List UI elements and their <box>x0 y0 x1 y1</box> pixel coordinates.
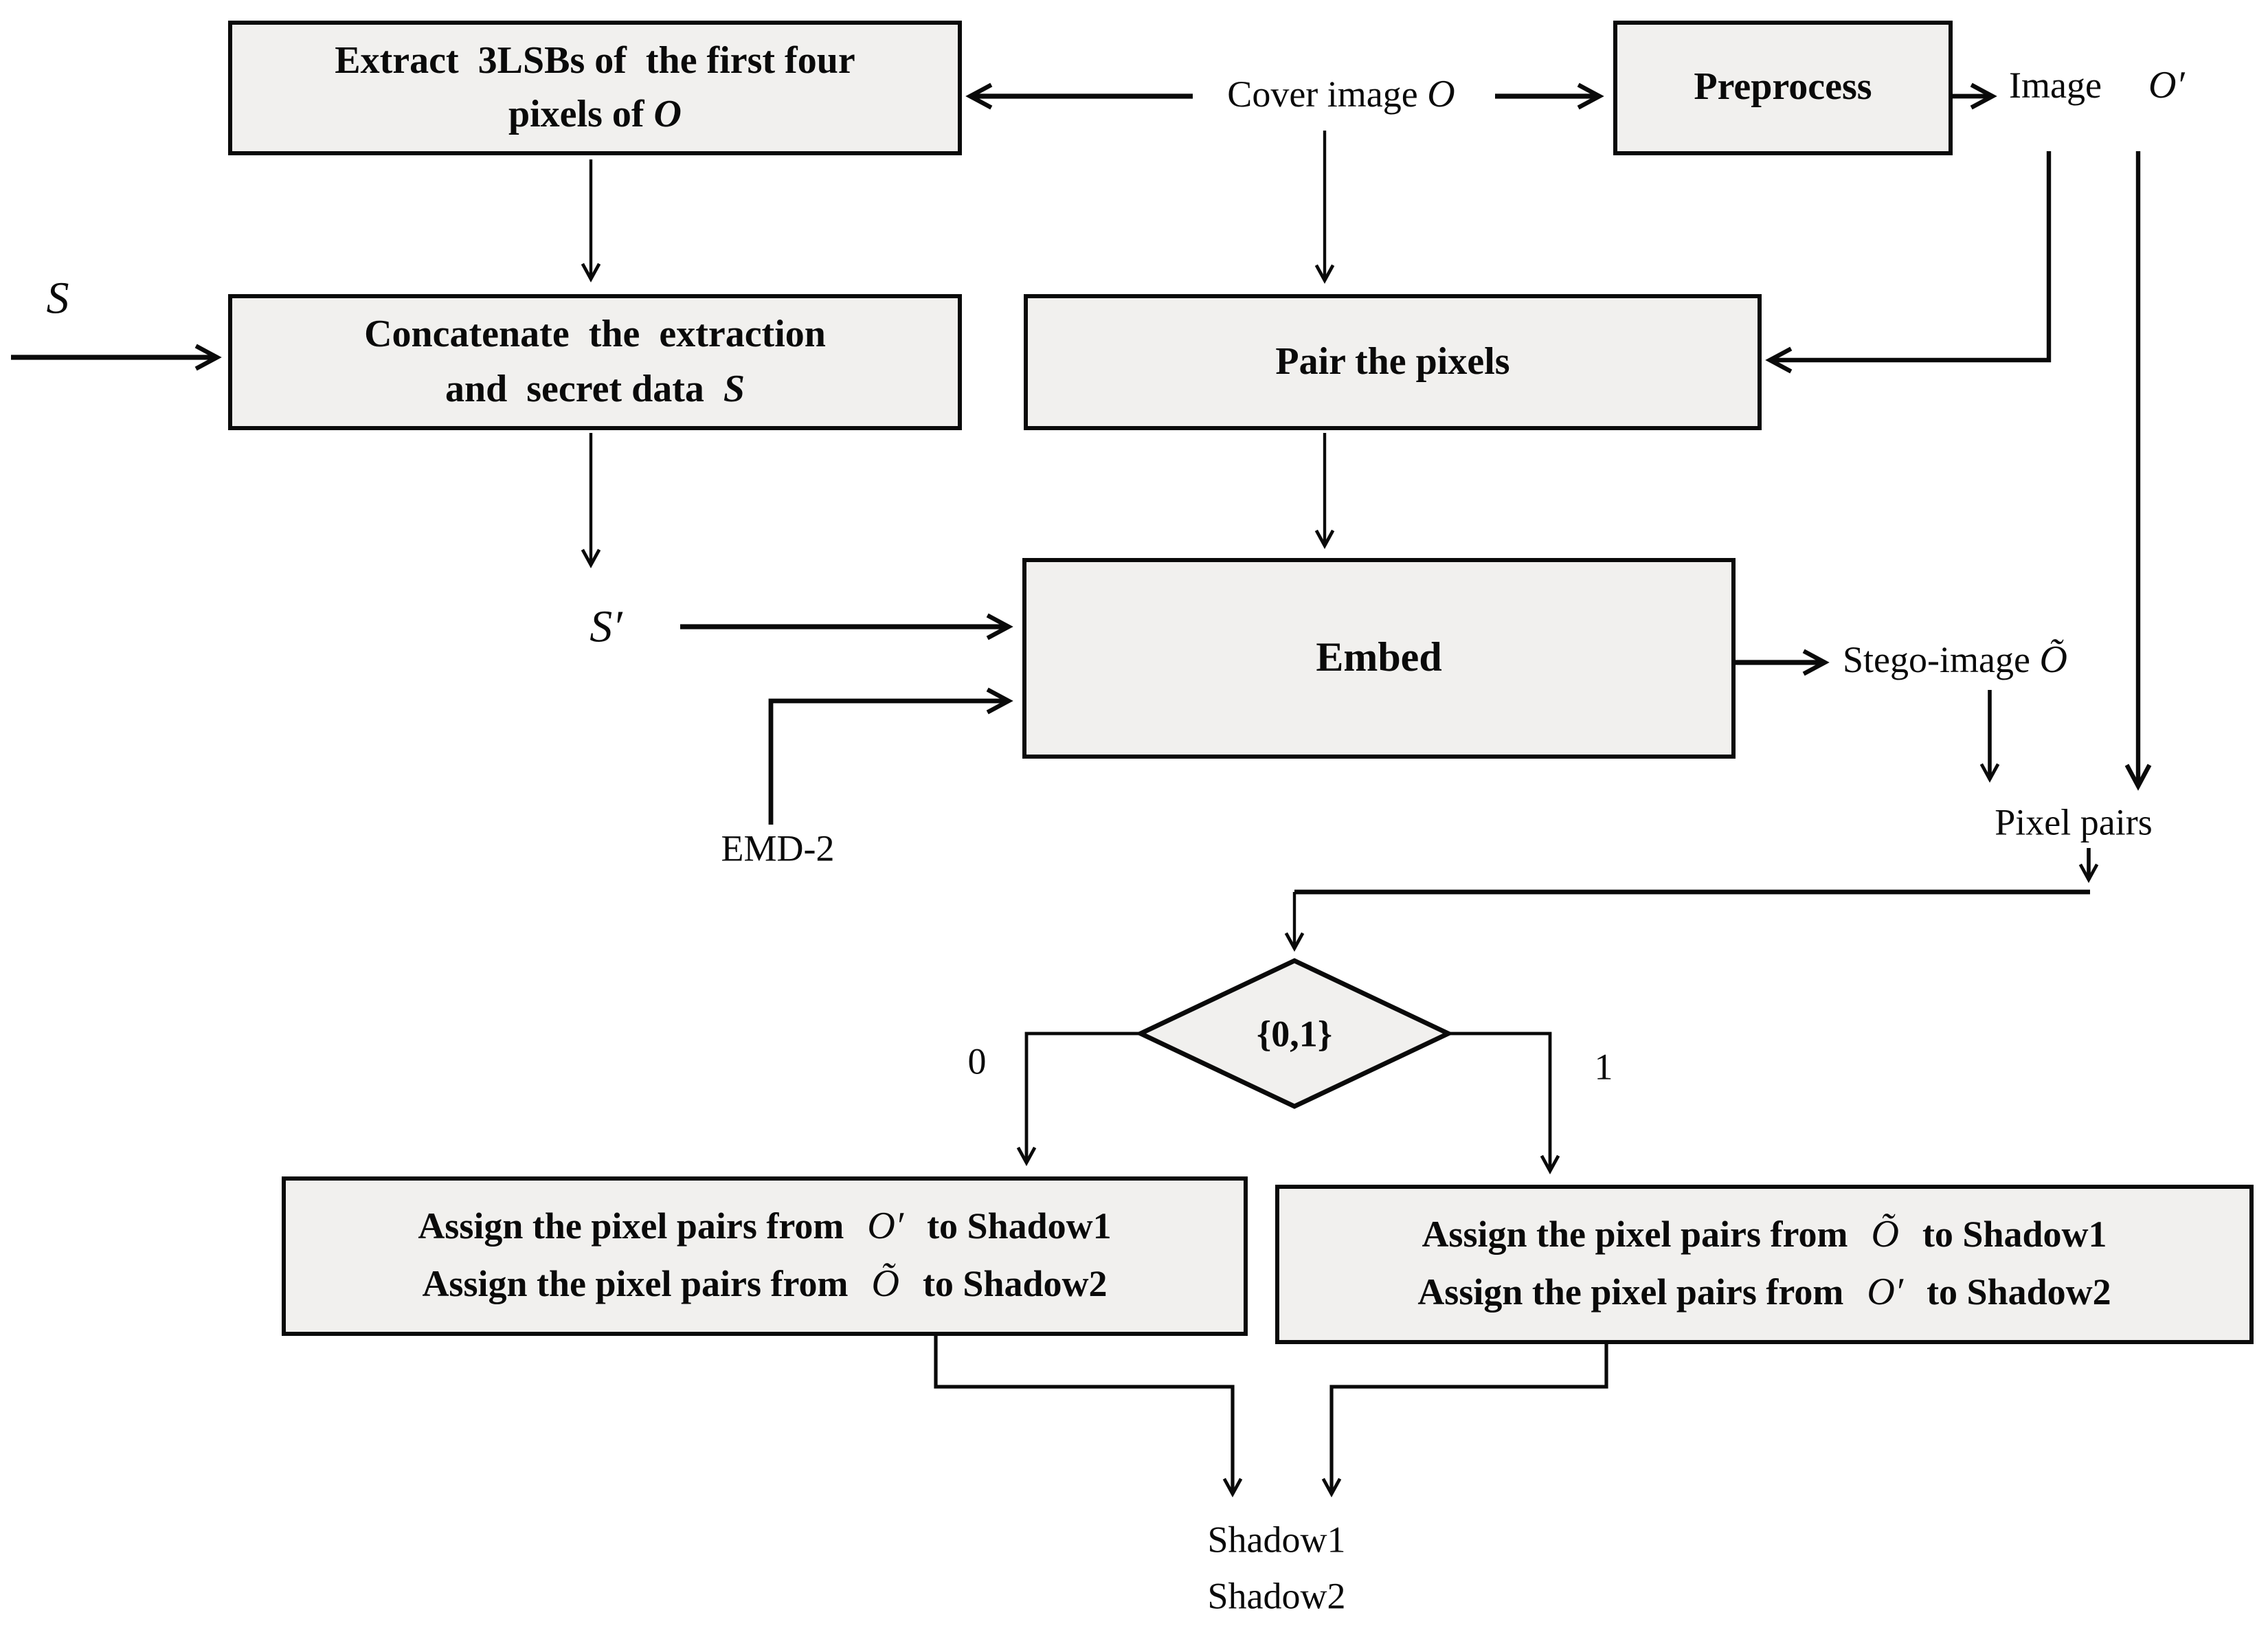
arrow-branch-zero <box>1016 1031 1141 1166</box>
preprocess-label: Preprocess <box>1694 66 1872 109</box>
label-cover-image: Cover image O <box>1227 74 1455 118</box>
assign-right-line2-symbol: O′ <box>1867 1271 1904 1314</box>
label-s-prime: S′ <box>590 603 622 653</box>
assign-right-line1-suffix: to Shadow1 <box>1922 1214 2107 1255</box>
stego-image-symbol: Õ <box>2039 639 2067 682</box>
stego-image-text: Stego-image <box>1843 639 2040 680</box>
extract-line1: Extract 3LSBs of the first four <box>335 39 855 82</box>
assign-left-line1: Assign the pixel pairs from O′ to Shadow1 <box>418 1205 1112 1248</box>
assign-right-line1-symbol: Õ <box>1871 1214 1899 1256</box>
assign-left-line1-symbol: O′ <box>867 1205 904 1248</box>
assign-right-line2-prefix: Assign the pixel pairs from <box>1417 1271 1844 1313</box>
decision-diamond <box>1135 958 1454 1109</box>
assign-right-line2: Assign the pixel pairs from O′ to Shadow2 <box>1417 1271 2111 1314</box>
label-shadow1: Shadow1 <box>1207 1519 1346 1561</box>
assign-left-line2-prefix: Assign the pixel pairs from <box>422 1263 849 1304</box>
extract-symbol-o: O <box>653 93 682 136</box>
arrow-left-box-to-shadows <box>934 1336 1243 1497</box>
label-decision-set: {0,1} <box>1256 1013 1333 1055</box>
label-secret-data-s: S <box>46 274 69 324</box>
node-preprocess: Preprocess <box>1613 21 1953 155</box>
label-image-oprime: Image O′ <box>2009 65 2185 109</box>
extract-line2: pixels of O <box>508 88 682 142</box>
assign-left-line1-prefix: Assign the pixel pairs from <box>418 1205 844 1247</box>
label-branch-zero: 0 <box>967 1040 987 1082</box>
extract-line2-text: pixels of <box>508 93 654 136</box>
concatenate-symbol-s: S <box>723 368 745 410</box>
concatenate-line2-text: and secret data <box>445 368 723 410</box>
embed-label: Embed <box>1316 635 1442 680</box>
label-pixel-pairs: Pixel pairs <box>1995 801 2153 843</box>
node-embed: Embed <box>1022 558 1736 759</box>
node-extract-3lsbs: Extract 3LSBs of the first four pixels o… <box>228 21 962 155</box>
arrow-branch-one <box>1448 1031 1560 1174</box>
pair-label: Pair the pixels <box>1275 340 1510 383</box>
arrow-emd-to-embed <box>768 687 1013 825</box>
assign-left-line1-suffix: to Shadow1 <box>927 1205 1112 1247</box>
arrow-right-box-to-shadows <box>1321 1344 1608 1497</box>
arrow-image-to-pair <box>1765 151 2052 374</box>
label-stego-image: Stego-image Õ <box>1843 639 2067 683</box>
node-concatenate: Concatenate the extraction and secret da… <box>228 294 962 430</box>
assign-right-line1-prefix: Assign the pixel pairs from <box>1422 1214 1848 1255</box>
image-text: Image <box>2009 65 2102 106</box>
cover-image-text: Cover image <box>1227 74 1428 115</box>
image-symbol-oprime: O′ <box>2148 65 2185 107</box>
assign-right-line2-suffix: to Shadow2 <box>1927 1271 2111 1313</box>
label-shadow2: Shadow2 <box>1207 1575 1346 1617</box>
concatenate-line2: and secret data S <box>445 362 745 416</box>
node-pair-pixels: Pair the pixels <box>1024 294 1762 430</box>
assign-left-line2-suffix: to Shadow2 <box>922 1263 1108 1304</box>
label-branch-one: 1 <box>1594 1046 1613 1088</box>
assign-left-line2-symbol: Õ <box>871 1263 899 1306</box>
label-emd-2: EMD-2 <box>721 827 835 869</box>
cover-image-symbol: O <box>1427 74 1455 117</box>
concatenate-line1: Concatenate the extraction <box>364 313 826 357</box>
